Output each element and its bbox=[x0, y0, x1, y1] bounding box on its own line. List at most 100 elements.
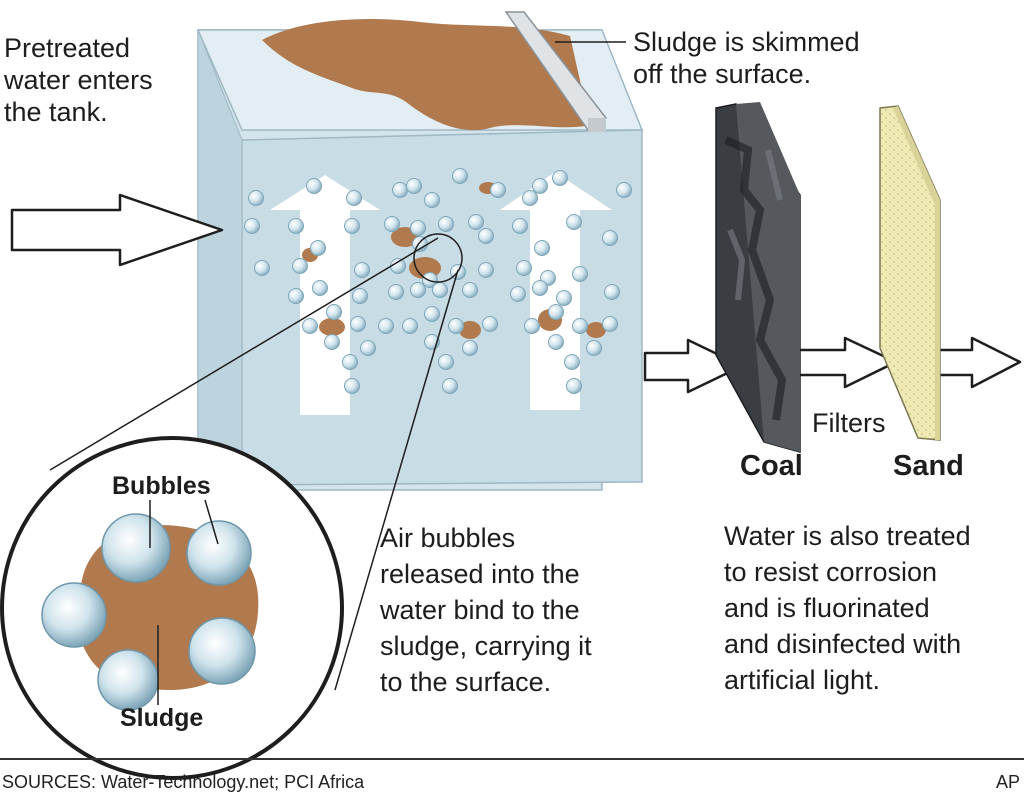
air-bubble bbox=[424, 192, 440, 208]
footer-divider bbox=[0, 758, 1024, 760]
skim-label: Sludge is skimmed off the surface. bbox=[633, 27, 860, 89]
air-bubble bbox=[438, 216, 454, 232]
bubbles-label: Bubbles bbox=[112, 472, 211, 500]
coal-label: Coal bbox=[740, 450, 803, 482]
filters-label: Filters bbox=[812, 408, 886, 438]
air-bubble bbox=[442, 378, 458, 394]
flow-arrow-2 bbox=[796, 336, 898, 389]
sand-filter bbox=[879, 105, 941, 441]
air-bubble bbox=[462, 282, 478, 298]
air-bubble bbox=[548, 304, 564, 320]
air-bubble bbox=[326, 304, 342, 320]
air-bubble bbox=[490, 182, 506, 198]
coal-filter bbox=[715, 102, 801, 453]
zoom-source-circle bbox=[413, 233, 463, 283]
air-bubble bbox=[248, 190, 264, 206]
air-bubble bbox=[452, 168, 468, 184]
air-bubble bbox=[254, 260, 270, 276]
air-bubble bbox=[410, 282, 426, 298]
bubbles-pointer bbox=[204, 499, 219, 545]
air-bubble bbox=[602, 316, 618, 332]
air-bubble bbox=[344, 218, 360, 234]
air-bubble bbox=[378, 318, 394, 334]
air-bubbles-caption: Air bubbles released into the water bind… bbox=[380, 523, 592, 697]
air-bubble bbox=[388, 284, 404, 300]
flotation-tank bbox=[196, 11, 644, 491]
air-bubble bbox=[244, 218, 260, 234]
air-bubble bbox=[532, 280, 548, 296]
air-bubble bbox=[566, 378, 582, 394]
air-bubble bbox=[352, 288, 368, 304]
air-bubble bbox=[548, 334, 564, 350]
air-bubble bbox=[432, 282, 448, 298]
air-bubble bbox=[616, 182, 632, 198]
air-bubble bbox=[384, 216, 400, 232]
air-bubble bbox=[342, 354, 358, 370]
air-bubble bbox=[350, 316, 366, 332]
air-bubble bbox=[424, 306, 440, 322]
sources-credit: SOURCES: Water-Technology.net; PCI Afric… bbox=[2, 772, 365, 792]
skimmer-edge bbox=[588, 118, 606, 132]
air-bubble bbox=[438, 354, 454, 370]
air-bubble bbox=[572, 318, 588, 334]
inset-detail bbox=[0, 436, 344, 780]
air-bubble bbox=[532, 178, 548, 194]
air-bubble bbox=[604, 284, 620, 300]
air-bubble bbox=[406, 178, 422, 194]
air-bubble bbox=[524, 318, 540, 334]
inset-bubble bbox=[101, 513, 171, 583]
air-bubble bbox=[516, 260, 532, 276]
air-bubble bbox=[410, 220, 426, 236]
sludge-label: Sludge bbox=[120, 704, 204, 732]
zoom-line-1 bbox=[49, 237, 439, 471]
air-bubble bbox=[402, 318, 418, 334]
air-bubble bbox=[448, 318, 464, 334]
air-bubble bbox=[288, 288, 304, 304]
air-bubble bbox=[392, 182, 408, 198]
air-bubble bbox=[572, 266, 588, 282]
air-bubble bbox=[482, 316, 498, 332]
air-bubble bbox=[478, 262, 494, 278]
inset-bubble bbox=[97, 649, 159, 711]
air-bubble bbox=[324, 334, 340, 350]
inlet-arrow bbox=[10, 193, 224, 267]
air-bubble bbox=[462, 340, 478, 356]
air-bubble bbox=[534, 240, 550, 256]
agency-credit: AP bbox=[995, 772, 1020, 792]
air-bubble bbox=[586, 340, 602, 356]
up-arrow-left bbox=[270, 175, 380, 415]
air-bubble bbox=[310, 240, 326, 256]
inset-bubble bbox=[186, 520, 252, 586]
treatment-caption: Water is also treated to resist corrosio… bbox=[724, 521, 971, 695]
air-bubble bbox=[512, 218, 528, 234]
air-bubble bbox=[302, 318, 318, 334]
air-bubble bbox=[566, 214, 582, 230]
air-bubble bbox=[306, 178, 322, 194]
surface-sludge bbox=[262, 19, 590, 131]
air-bubble bbox=[312, 280, 328, 296]
air-bubble bbox=[288, 218, 304, 234]
up-arrow-right bbox=[500, 172, 612, 410]
air-bubble bbox=[344, 378, 360, 394]
sand-label: Sand bbox=[893, 450, 964, 482]
zoom-line-2 bbox=[334, 269, 459, 691]
intro-label: Pretreated water enters the tank. bbox=[4, 33, 153, 127]
air-bubble bbox=[292, 258, 308, 274]
air-bubble bbox=[468, 214, 484, 230]
inset-bubble bbox=[188, 617, 256, 685]
air-bubble bbox=[510, 286, 526, 302]
air-bubble bbox=[552, 170, 568, 186]
bubble-field bbox=[244, 168, 632, 394]
air-bubble bbox=[346, 190, 362, 206]
flow-arrow-3 bbox=[936, 336, 1022, 389]
flow-arrow-1 bbox=[643, 338, 744, 394]
air-bubble bbox=[556, 290, 572, 306]
air-bubble bbox=[360, 340, 376, 356]
air-bubble bbox=[564, 354, 580, 370]
air-bubble bbox=[602, 230, 618, 246]
air-bubble bbox=[522, 190, 538, 206]
air-bubble bbox=[478, 228, 494, 244]
air-bubble bbox=[390, 258, 406, 274]
